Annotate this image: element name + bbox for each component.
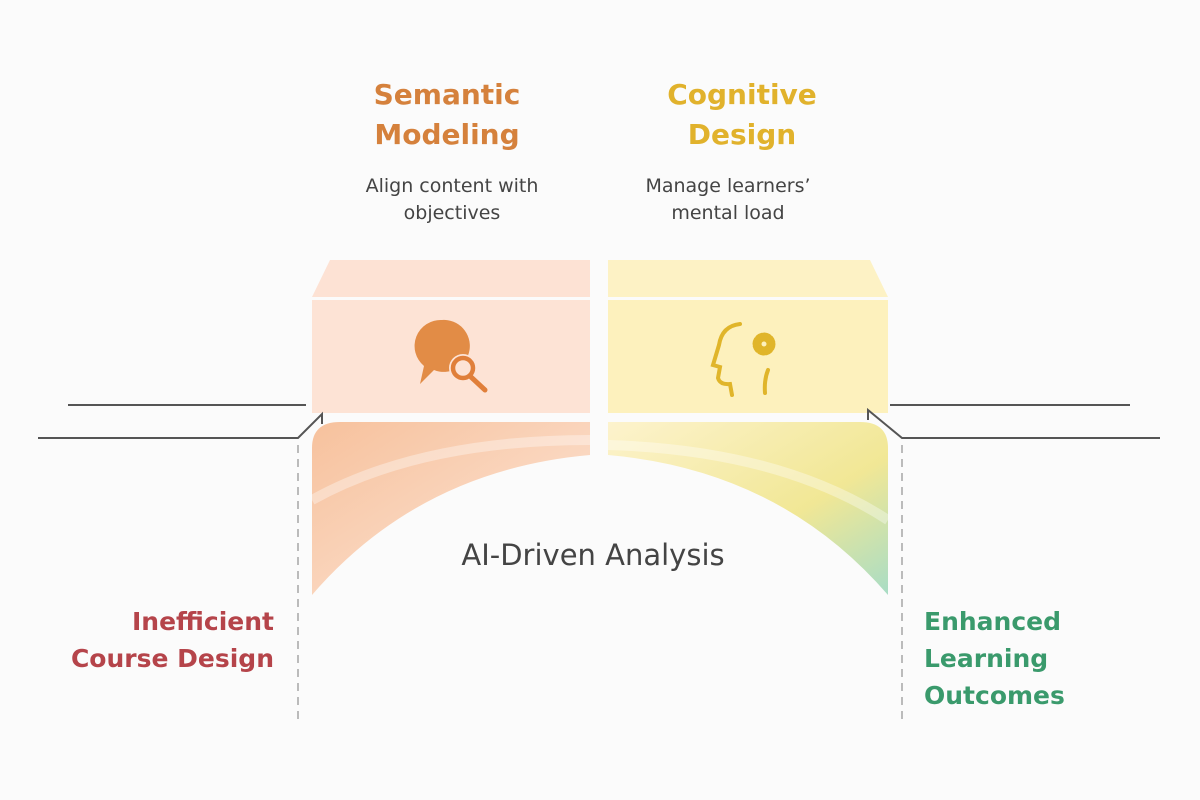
center-label: AI-Driven Analysis — [461, 538, 725, 572]
left-arch — [312, 422, 590, 595]
stage-title-semantic: Semantic Modeling — [297, 75, 597, 155]
title-line: Modeling — [374, 118, 520, 151]
description-line: objectives — [403, 202, 501, 224]
description-line: Manage learners’ — [645, 175, 811, 197]
title-line: Design — [687, 118, 797, 151]
end-line: Outcomes — [924, 681, 1065, 710]
right-arch — [608, 422, 888, 595]
start-label: Inefficient Course Design — [71, 603, 274, 677]
chat-search-icon — [414, 319, 488, 393]
title-line: Cognitive — [667, 78, 817, 111]
description-line: mental load — [671, 202, 785, 224]
end-line: Enhanced — [924, 607, 1062, 636]
start-line: Inefficient — [131, 607, 274, 636]
cognitive-block-top — [608, 260, 888, 297]
stage-description-cognitive: Manage learners’ mental load — [578, 173, 878, 227]
title-line: Semantic — [373, 78, 521, 111]
start-line: Course Design — [70, 644, 274, 673]
cognitive-block — [608, 300, 888, 413]
left-road — [38, 404, 323, 720]
end-label: Enhanced Learning Outcomes — [924, 603, 1065, 714]
stage-description-semantic: Align content with objectives — [302, 173, 602, 227]
semantic-block-top — [312, 260, 590, 297]
stage-title-cognitive: Cognitive Design — [592, 75, 892, 155]
right-road — [867, 404, 1160, 720]
head-gear-icon — [710, 322, 776, 397]
end-line: Learning — [924, 644, 1049, 673]
description-line: Align content with — [365, 175, 539, 197]
